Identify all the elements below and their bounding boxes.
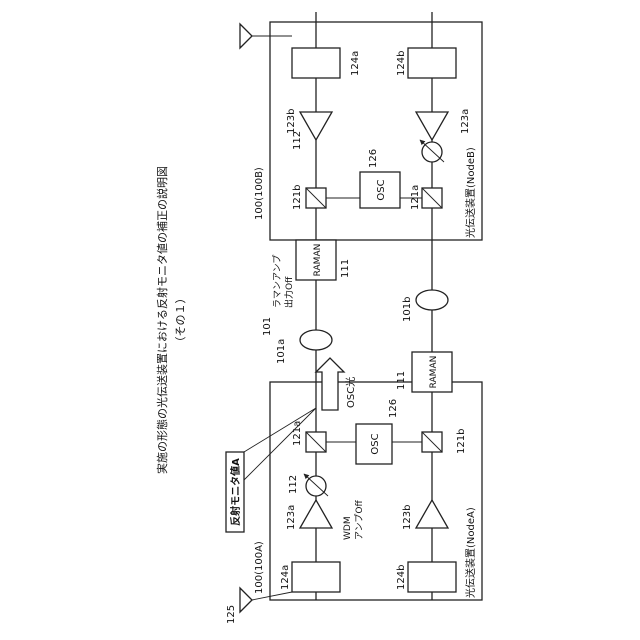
fiber-101-label: 101 <box>262 317 273 336</box>
node-b-amp-123b <box>300 112 332 140</box>
label-112-a: 112 <box>288 475 299 494</box>
raman-lower-ref: 111 <box>396 371 407 390</box>
node-a-ref-label: 100(100A) <box>254 541 265 594</box>
label-126-a: 126 <box>388 399 399 418</box>
wdm-amp-note-1: WDM <box>343 516 353 540</box>
figure-title: 実施の形態の光伝送装置における反射モニタ値の補正の説明図 <box>155 166 169 474</box>
raman-upper-ref: 111 <box>340 259 351 278</box>
label-124b-a: 124b <box>396 565 407 590</box>
node-b-caption: 光伝送装置(NodeB) <box>464 147 477 238</box>
label-112-b: 112 <box>292 131 303 150</box>
node-a-amp-123b <box>416 500 448 528</box>
node-b-ref-label: 100(100B) <box>254 167 265 220</box>
node-b-transceiver-124b <box>408 48 456 78</box>
node-a-antenna-icon <box>240 588 252 612</box>
node-a-transceiver-124a <box>292 562 340 592</box>
figure-subtitle: （その１） <box>174 293 187 348</box>
label-124a-a: 124a <box>280 565 291 590</box>
fiber-101a-coil <box>300 330 332 350</box>
label-121a-a: 121a <box>292 421 303 446</box>
label-125: 125 <box>226 605 237 624</box>
raman-note-1: ラマンアンプ <box>272 255 283 308</box>
node-a-amp-123a <box>300 500 332 528</box>
reflect-monitor-pointer <box>244 408 316 480</box>
label-121b-a: 121b <box>456 429 467 454</box>
fiber-101a-label: 101a <box>276 339 287 364</box>
label-121b-b: 121b <box>292 185 303 210</box>
label-124a-b: 124a <box>350 51 361 76</box>
osc-light-arrow <box>316 358 344 410</box>
node-b-transceiver-124a <box>292 48 340 78</box>
raman-note-2: 出力Off <box>283 276 295 308</box>
label-123b-a: 123b <box>402 505 413 530</box>
label-124b-b: 124b <box>396 51 407 76</box>
reflect-monitor-label: 反射モニタ値A <box>229 458 242 526</box>
label-123a-a: 123a <box>286 505 297 530</box>
wdm-amp-note-2: アンプOff <box>354 500 365 540</box>
label-126-b: 126 <box>368 149 379 168</box>
node-b-osc-label: OSC <box>376 179 387 200</box>
raman-lower-label: RAMAN <box>429 356 439 389</box>
osc-light-label: OSC光 <box>344 377 357 408</box>
raman-upper-label: RAMAN <box>313 244 323 277</box>
node-b-antenna-icon <box>240 24 252 48</box>
node-a-caption: 光伝送装置(NodeA) <box>464 507 477 598</box>
node-a-osc-label: OSC <box>370 433 381 454</box>
label-123a-b: 123a <box>460 109 471 134</box>
fiber-101b-label: 101b <box>402 297 413 322</box>
fiber-101b-coil <box>416 290 448 310</box>
label-123b-b: 123b <box>286 109 297 134</box>
node-b-amp-123a <box>416 112 448 140</box>
node-a-transceiver-124b <box>408 562 456 592</box>
label-121a-b: 121a <box>410 185 421 210</box>
